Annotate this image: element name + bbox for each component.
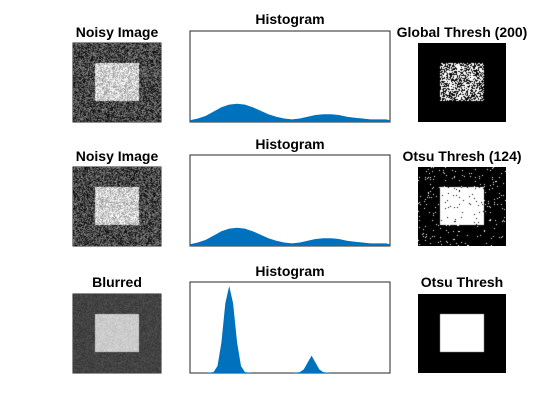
otsu-thresh-title: Otsu Thresh — [421, 274, 503, 290]
global-thresh-image — [418, 43, 506, 122]
histogram-area — [190, 286, 390, 373]
otsu-thresh-image — [418, 294, 506, 373]
histogram-title: Histogram — [255, 136, 324, 152]
noisy-image — [73, 43, 161, 122]
blurred-title: Blurred — [92, 274, 142, 290]
noisy-image — [73, 167, 161, 246]
otsu-thresh-title: Otsu Thresh (124) — [402, 148, 521, 164]
noisy-image-title: Noisy Image — [76, 148, 159, 164]
blurred-image — [73, 294, 161, 373]
otsu-thresh-image — [418, 167, 506, 246]
histogram-area — [190, 103, 390, 122]
histogram-title: Histogram — [255, 263, 324, 279]
histogram-area — [190, 227, 390, 246]
noisy-image-title: Noisy Image — [76, 24, 159, 40]
global-thresh-title: Global Thresh (200) — [397, 24, 528, 40]
histogram-title: Histogram — [255, 11, 324, 27]
